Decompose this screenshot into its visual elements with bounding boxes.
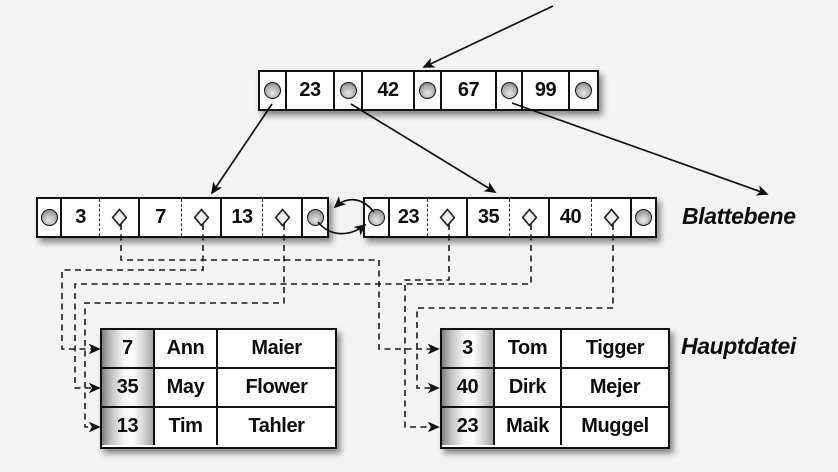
table-cell-firstname: Tim — [155, 408, 218, 445]
table-row: 3 Tom Tigger — [442, 330, 668, 369]
pointer-cell — [38, 199, 62, 236]
pointer-circle-icon — [368, 209, 385, 226]
pointer-cell — [570, 72, 597, 109]
diamond-icon — [274, 208, 290, 227]
table-cell-key: 3 — [442, 330, 495, 367]
table-cell-lastname: Muggel — [581, 415, 649, 437]
root-key-cell: 67 — [442, 72, 497, 109]
table-cell-firstname: Dirk — [495, 369, 562, 406]
pointer-circle-icon — [306, 209, 324, 226]
arrow-root-to-right-leaf — [350, 103, 497, 193]
pointer-cell — [497, 72, 523, 109]
key-value: 3 — [75, 206, 86, 228]
main-table-right: 3 Tom Tigger 40 Dirk Mejer 23 Maik Mugge… — [440, 328, 670, 449]
pointer-circle-icon — [500, 82, 518, 99]
table-cell-lastname: Tahler — [248, 415, 305, 437]
diamond-icon — [193, 208, 209, 227]
table-cell-firstname: Maik — [495, 408, 562, 445]
root-key-cell: 42 — [363, 72, 415, 109]
root-node: 23 42 67 99 — [258, 70, 599, 111]
key-value: 7 — [155, 206, 166, 228]
table-row: 7 Ann Maier — [102, 330, 335, 369]
pointer-circle-icon — [575, 82, 592, 99]
table-cell-lastname: Tigger — [585, 337, 645, 359]
pointer-circle-icon — [419, 82, 436, 99]
key-value: 99 — [534, 79, 557, 101]
key-value: 35 — [477, 206, 500, 228]
arrow-root-to-left-leaf — [210, 103, 273, 195]
table-row: 23 Maik Muggel — [442, 408, 668, 445]
table-row: 35 May Flower — [102, 369, 335, 408]
leaf-node-right: 23 35 40 — [363, 197, 657, 238]
diamond-icon — [521, 208, 537, 227]
table-cell-firstname: May — [155, 369, 218, 406]
table-row: 40 Dirk Mejer — [442, 369, 668, 408]
pointer-cell — [365, 199, 390, 236]
main-table-left: 7 Ann Maier 35 May Flower 13 Tim Tahler — [100, 328, 337, 449]
leaf-key-cell: 35 — [468, 199, 550, 236]
diamond-icon — [603, 208, 619, 227]
root-key-cell: 23 — [287, 72, 335, 109]
leaf-key-cell: 13 — [222, 199, 303, 236]
pointer-cell — [303, 199, 327, 236]
pointer-circle-icon — [40, 209, 58, 226]
record-pointer-zone — [181, 199, 220, 236]
record-pointer-zone — [509, 199, 548, 236]
leaf-node-left: 3 7 13 — [36, 197, 329, 238]
leaf-key-cell: 7 — [140, 199, 222, 236]
diamond-icon — [439, 208, 455, 227]
arrow-into-root — [422, 5, 554, 68]
table-row: 13 Tim Tahler — [102, 408, 335, 445]
diamond-icon — [111, 208, 127, 227]
key-value: 13 — [231, 206, 253, 228]
pointer-cell — [260, 72, 287, 109]
record-pointer-zone — [99, 199, 138, 236]
arrow-root-to-offscreen-leaf — [511, 102, 769, 196]
table-cell-lastname: Maier — [251, 337, 302, 359]
root-key-cell: 99 — [523, 72, 570, 109]
table-cell-key: 40 — [442, 369, 495, 406]
leaf-key-cell: 23 — [390, 199, 468, 236]
table-cell-key: 23 — [442, 408, 495, 445]
pointer-circle-icon — [635, 209, 652, 226]
label-main-file: Hauptdatei — [681, 333, 796, 359]
leaf-key-cell: 40 — [550, 199, 632, 236]
table-cell-key: 13 — [102, 408, 155, 445]
record-pointer-zone — [591, 199, 630, 236]
key-value: 67 — [457, 79, 480, 101]
key-value: 42 — [377, 79, 399, 101]
leaf-key-cell: 3 — [62, 199, 140, 236]
record-pointer-zone — [262, 199, 301, 236]
table-cell-firstname: Tom — [495, 330, 562, 367]
table-cell-lastname: Flower — [245, 376, 308, 398]
pointer-circle-icon — [339, 82, 357, 99]
table-cell-firstname: Ann — [155, 330, 218, 367]
table-cell-lastname: Mejer — [589, 376, 641, 398]
key-value: 23 — [299, 79, 321, 101]
pointer-cell — [632, 199, 655, 236]
pointer-cell — [335, 72, 363, 109]
record-pointer-zone — [427, 199, 466, 236]
key-value: 23 — [397, 206, 420, 228]
table-cell-key: 35 — [102, 369, 155, 406]
pointer-cell — [415, 72, 442, 109]
key-value: 40 — [559, 206, 582, 228]
label-leaf-level: Blattebene — [682, 203, 796, 229]
table-cell-key: 7 — [102, 330, 155, 367]
pointer-circle-icon — [264, 82, 281, 99]
